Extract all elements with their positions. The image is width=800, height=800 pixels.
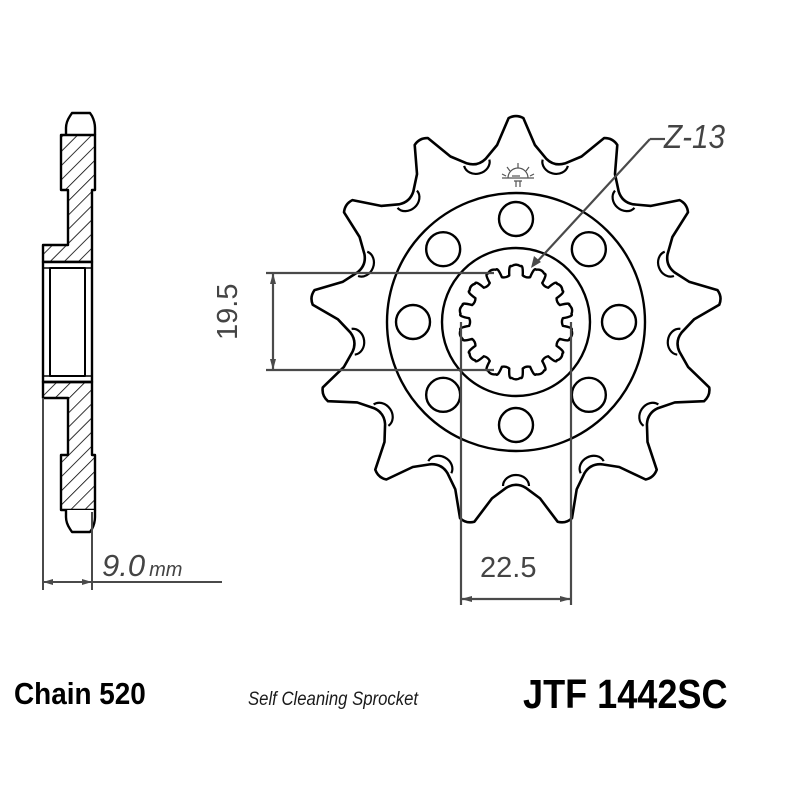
relief-notch <box>351 327 366 356</box>
relief-notch <box>656 250 675 278</box>
spline-height-dimension <box>266 271 494 372</box>
lightening-hole <box>394 303 432 341</box>
spline-width-label: 22.5 <box>480 552 537 584</box>
relief-notch <box>501 473 531 487</box>
spline-bore <box>458 263 574 381</box>
lightening-hole <box>497 406 535 444</box>
teeth-count-leader <box>531 137 665 268</box>
thickness-value: 9.0 <box>102 548 146 583</box>
relief-notch <box>396 189 421 213</box>
spline-width-dimension <box>459 322 573 605</box>
lightening-hole <box>570 230 608 268</box>
lightening-hole <box>600 303 638 341</box>
lightening-hole <box>424 230 462 268</box>
relief-notch <box>427 454 454 474</box>
side-upper-section <box>41 133 97 264</box>
part-number-label: JTF 1442SC <box>523 671 728 717</box>
relief-notch <box>357 250 376 278</box>
relief-notch <box>666 327 681 356</box>
side-bore-inner <box>49 267 86 377</box>
lightening-hole <box>497 200 535 238</box>
side-bottom-tooth-tip <box>64 510 97 534</box>
lightening-holes <box>394 200 638 444</box>
relief-notch <box>638 401 659 427</box>
chain-size-label: Chain 520 <box>14 676 146 711</box>
lightening-hole <box>570 376 608 414</box>
relief-notch <box>541 159 569 175</box>
side-lower-section <box>41 380 97 512</box>
relief-notch <box>611 189 636 213</box>
hub-inner-circle <box>440 246 592 398</box>
description-label: Self Cleaning Sprocket <box>248 689 419 710</box>
relief-notch <box>373 401 394 427</box>
side-view <box>41 111 97 534</box>
front-view <box>310 114 722 524</box>
teeth-count-label: Z-13 <box>664 118 726 155</box>
side-top-tooth-tip <box>64 111 97 135</box>
self-cleaning-notches <box>351 159 681 487</box>
thickness-unit: mm <box>149 559 183 581</box>
jt-logo-icon <box>501 163 535 187</box>
relief-notch <box>463 159 491 175</box>
lightening-hole <box>424 376 462 414</box>
hub-outer-circle <box>385 191 647 453</box>
thickness-dimension <box>42 398 222 590</box>
relief-notch <box>578 454 605 474</box>
spline-height-label: 19.5 <box>212 283 244 340</box>
